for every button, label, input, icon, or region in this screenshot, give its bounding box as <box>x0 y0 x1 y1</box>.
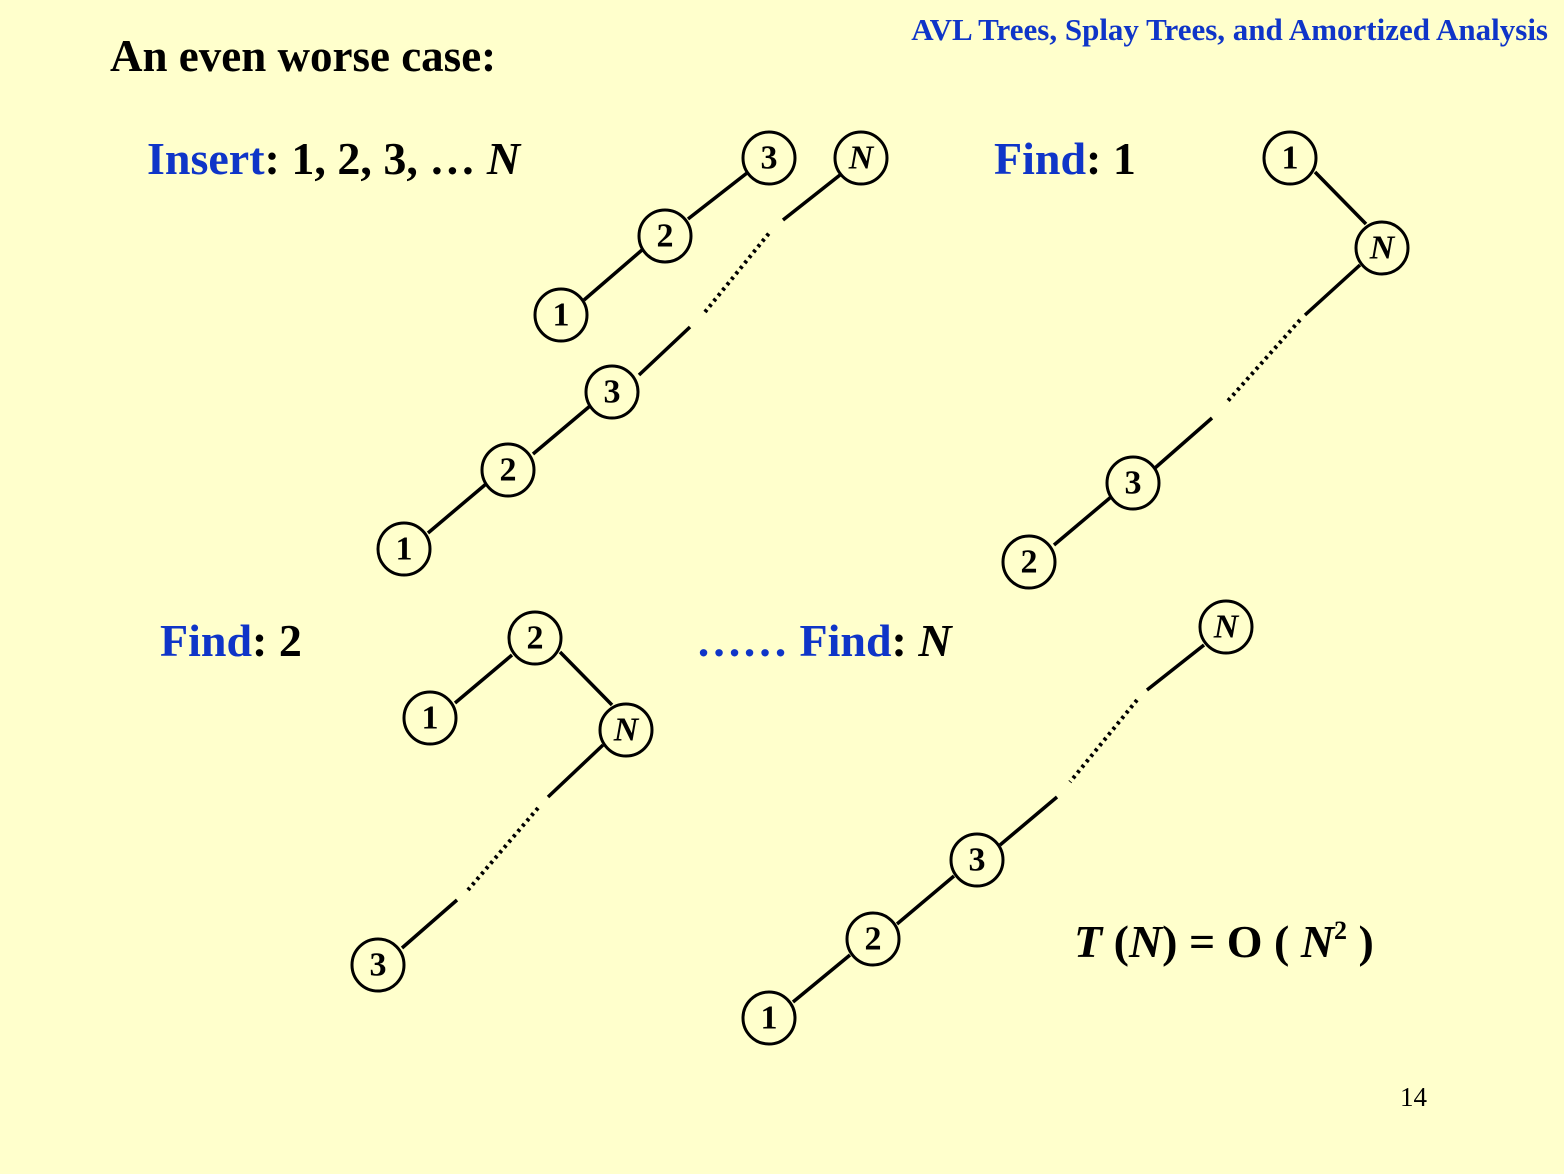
edge <box>1145 643 1206 692</box>
svg-text:2: 2 <box>657 218 674 255</box>
find-n-tree: N 3 2 1 <box>741 599 1254 1046</box>
insert-keyword: Insert <box>147 133 265 184</box>
svg-text:1: 1 <box>761 1000 778 1037</box>
insert-last: N <box>486 133 521 184</box>
complexity-formula: T (N) = O ( N2 ) <box>1074 918 1374 965</box>
edge <box>426 482 488 535</box>
find-2-tree: 2 1 N 3 <box>350 610 654 993</box>
svg-text:2: 2 <box>865 921 882 958</box>
insert-small-tree: 3 2 1 <box>533 130 797 343</box>
edge <box>791 953 852 1004</box>
tree-node: N <box>1198 599 1254 655</box>
find-n-colon: : <box>891 615 907 666</box>
find-1-value: 1 <box>1112 133 1136 184</box>
dotted-edge <box>703 230 772 314</box>
formula-t: T <box>1074 916 1103 967</box>
insert-colon: : <box>264 133 280 184</box>
svg-text:1: 1 <box>553 297 570 334</box>
tree-node: 3 <box>350 937 406 993</box>
svg-text:1: 1 <box>396 531 413 568</box>
formula-close: ) <box>1358 916 1374 967</box>
edge <box>531 404 592 456</box>
tree-node: 3 <box>949 832 1005 888</box>
svg-text:N: N <box>1213 609 1240 646</box>
dotted-edge <box>1224 318 1302 405</box>
slide-title: An even worse case: <box>110 31 497 81</box>
tree-node: 2 <box>845 911 901 967</box>
dotted-edge <box>1068 698 1139 784</box>
svg-text:1: 1 <box>1282 140 1299 177</box>
insert-label: Insert: 1, 2, 3, … N <box>147 136 520 182</box>
find-2-label: Find: 2 <box>160 618 302 664</box>
edge <box>1303 263 1362 317</box>
edge <box>400 898 459 950</box>
formula-exponent: 2 <box>1334 916 1348 945</box>
svg-text:3: 3 <box>761 140 778 177</box>
tree-node: 1 <box>741 990 797 1046</box>
svg-text:2: 2 <box>527 620 544 657</box>
tree-node: 2 <box>480 442 536 498</box>
tree-node: 2 <box>637 208 693 264</box>
tree-node: 2 <box>507 610 563 666</box>
svg-text:N: N <box>1369 230 1396 267</box>
svg-text:3: 3 <box>1125 465 1142 502</box>
tree-node: N <box>833 130 889 186</box>
formula-big-o: O ( <box>1226 916 1290 967</box>
svg-text:2: 2 <box>500 452 517 489</box>
formula-open: ( <box>1113 916 1129 967</box>
find-1-tree: 1 N 3 2 <box>1001 130 1410 590</box>
tree-node: 3 <box>584 364 640 420</box>
formula-n: N <box>1128 916 1163 967</box>
page-number: 14 <box>1400 1082 1427 1112</box>
edge <box>637 325 692 377</box>
tree-node: 3 <box>741 130 797 186</box>
formula-close-eq: ) = <box>1162 916 1216 967</box>
tree-node: N <box>598 702 654 758</box>
find-n-label: …… Find: N <box>696 618 952 664</box>
svg-text:2: 2 <box>1021 544 1038 581</box>
find-n-keyword: Find <box>799 615 892 666</box>
find-1-colon: : <box>1086 133 1102 184</box>
header-title: AVL Trees, Splay Trees, and Amortized An… <box>911 12 1548 47</box>
tree-node: 1 <box>402 690 458 746</box>
find-n-prefix: …… <box>696 615 788 666</box>
tree-node: 1 <box>1262 130 1318 186</box>
find-n-value: N <box>918 615 952 666</box>
svg-text:3: 3 <box>969 842 986 879</box>
edge <box>546 743 605 799</box>
svg-text:N: N <box>848 140 875 177</box>
insert-big-tree: N 3 2 1 <box>376 130 889 577</box>
svg-text:1: 1 <box>422 700 439 737</box>
edge <box>895 874 956 926</box>
edge <box>1153 416 1214 470</box>
dotted-edge <box>466 806 540 892</box>
find-2-keyword: Find <box>160 615 253 666</box>
edge <box>781 173 842 222</box>
svg-text:3: 3 <box>604 374 621 411</box>
find-1-keyword: Find <box>994 133 1087 184</box>
edge <box>998 795 1059 847</box>
find-2-value: 2 <box>278 615 302 666</box>
svg-text:N: N <box>613 712 640 749</box>
tree-node: 3 <box>1105 455 1161 511</box>
tree-node: 2 <box>1001 534 1057 590</box>
find-2-colon: : <box>252 615 268 666</box>
edge <box>453 653 514 705</box>
formula-n2: N <box>1300 916 1335 967</box>
edge <box>1052 495 1113 547</box>
tree-node: 1 <box>533 287 589 343</box>
edge <box>1313 170 1368 226</box>
edge <box>686 171 749 221</box>
svg-text:3: 3 <box>370 947 387 984</box>
edge <box>558 650 614 707</box>
find-1-label: Find: 1 <box>994 136 1136 182</box>
edge <box>582 248 644 302</box>
tree-node: 1 <box>376 521 432 577</box>
tree-node: N <box>1354 220 1410 276</box>
insert-values: 1, 2, 3, … <box>291 133 476 184</box>
